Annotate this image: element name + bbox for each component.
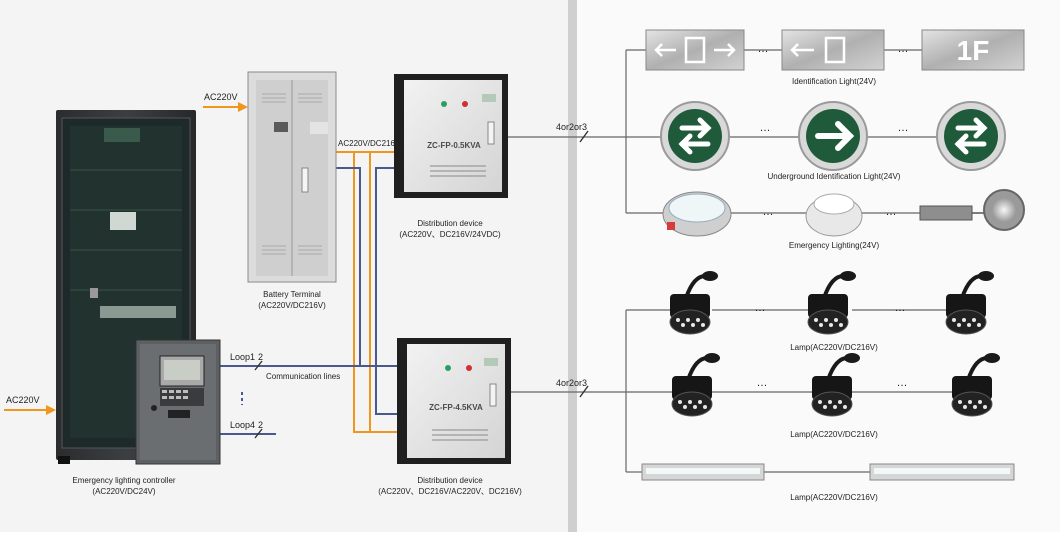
underground-sign-1 bbox=[660, 101, 730, 171]
controller-cabinet bbox=[56, 110, 196, 464]
bus-slash-top bbox=[579, 130, 589, 143]
ellipsis-ug-1: … bbox=[760, 122, 771, 134]
ellipsis-id-2: … bbox=[898, 43, 909, 55]
underground-light-label: Underground Identification Light(24V) bbox=[768, 172, 901, 181]
lamp-row1-label: Lamp(AC220V/DC216V) bbox=[790, 343, 878, 352]
lamps bbox=[669, 271, 1000, 417]
ellipsis-lamp1-1: … bbox=[755, 302, 766, 314]
communication-lines bbox=[220, 167, 398, 435]
power-lines bbox=[4, 106, 397, 433]
battery-terminal-rating: (AC220V/DC216V) bbox=[258, 301, 326, 310]
controller-panel bbox=[135, 339, 221, 465]
spot-lamp-1 bbox=[669, 271, 718, 335]
tube-lamp-2 bbox=[869, 463, 1015, 481]
output-wires bbox=[508, 49, 952, 473]
battery-terminal-label: Battery Terminal bbox=[263, 290, 321, 299]
loop4-slash bbox=[254, 428, 263, 439]
tube-lamp-1 bbox=[641, 463, 765, 481]
ellipsis-lamp2-2: … bbox=[897, 377, 908, 389]
loop1-slash bbox=[254, 360, 263, 371]
floor-sign bbox=[921, 29, 1025, 71]
controller-label: Emergency lighting controller bbox=[72, 476, 175, 485]
dist2-label: Distribution device bbox=[417, 476, 483, 485]
floor-sign-text: 1F bbox=[957, 35, 990, 66]
controller-rating: (AC220V/DC24V) bbox=[92, 487, 155, 496]
spot-lamp-2 bbox=[807, 271, 856, 335]
dist1-model: ZC-FP-0.5KVA bbox=[427, 141, 481, 150]
spot-lamp-3 bbox=[945, 271, 994, 335]
emergency-light-2 bbox=[805, 193, 863, 237]
ellipsis-em-2: … bbox=[886, 206, 897, 218]
exit-sign-1 bbox=[645, 29, 745, 71]
arrow-ac-left bbox=[46, 405, 56, 415]
ellipsis-id-1: … bbox=[758, 43, 769, 55]
right-panel-bg bbox=[572, 0, 1060, 532]
spot-lamp-6 bbox=[951, 353, 1000, 417]
emergency-light-1 bbox=[662, 191, 732, 237]
emergency-lighting-label: Emergency Lighting(24V) bbox=[789, 241, 880, 250]
spot-lamp-4 bbox=[671, 353, 720, 417]
ellipsis-lamp1-2: … bbox=[895, 302, 906, 314]
lamp-row2-label: Lamp(AC220V/DC216V) bbox=[790, 430, 878, 439]
distribution-device-1 bbox=[394, 74, 508, 198]
emergency-light-spot bbox=[983, 189, 1025, 231]
spot-lamp-5 bbox=[811, 353, 860, 417]
dist2-model: ZC-FP-4.5KVA bbox=[429, 403, 483, 412]
dist1-rating: (AC220V、DC216V/24VDC) bbox=[399, 230, 501, 239]
exit-sign-2 bbox=[781, 29, 885, 71]
bus-count-bottom: 4or2or3 bbox=[556, 378, 587, 388]
ellipsis-em-1: … bbox=[763, 206, 774, 218]
bus-slash-bottom bbox=[579, 385, 589, 398]
dist1-label: Distribution device bbox=[417, 219, 483, 228]
ac220v-top-label: AC220V bbox=[204, 92, 238, 102]
dist2-rating: (AC220V、DC216V/AC220V、DC216V) bbox=[378, 487, 522, 496]
loop1-count: 2 bbox=[258, 352, 263, 362]
communication-lines-label: Communication lines bbox=[266, 372, 340, 381]
underground-sign-3 bbox=[936, 101, 1006, 171]
ellipsis-ug-2: … bbox=[898, 122, 909, 134]
underground-sign-2 bbox=[798, 101, 868, 171]
arrow-ac-top bbox=[238, 102, 248, 112]
distribution-device-2 bbox=[397, 338, 511, 464]
loop4-count: 2 bbox=[258, 420, 263, 430]
ac220v-dc216v-label: AC220V/DC216V bbox=[338, 139, 401, 148]
emergency-light-driver bbox=[919, 205, 990, 221]
loop1-label: Loop1 bbox=[230, 352, 255, 362]
ellipsis-lamp2-1: … bbox=[757, 377, 768, 389]
bus-count-top: 4or2or3 bbox=[556, 122, 587, 132]
ac220v-left-label: AC220V bbox=[6, 395, 40, 405]
identification-light-label: Identification Light(24V) bbox=[792, 77, 876, 86]
lamp-row3-label: Lamp(AC220V/DC216V) bbox=[790, 493, 878, 502]
page-divider bbox=[568, 0, 577, 532]
battery-terminal bbox=[247, 71, 337, 283]
loop4-label: Loop4 bbox=[230, 420, 255, 430]
